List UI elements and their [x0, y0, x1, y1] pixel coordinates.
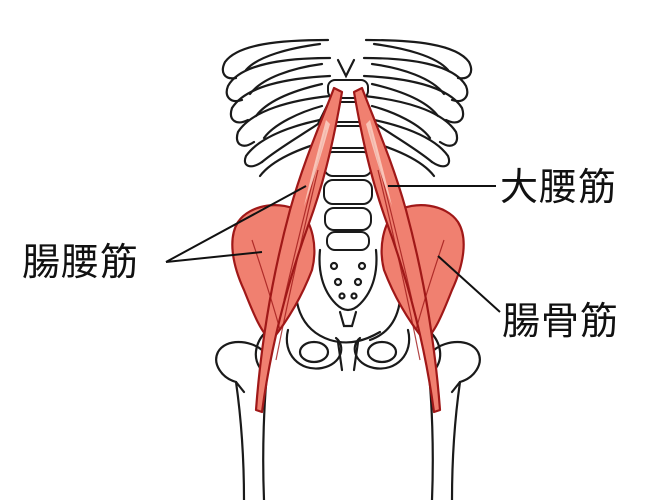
leader-lines — [165, 185, 501, 313]
leader-iliopsoas-b — [165, 251, 263, 263]
label-iliacus: 腸骨筋 — [502, 299, 620, 343]
leader-iliacus — [437, 255, 501, 313]
label-psoas-major: 大腰筋 — [500, 165, 618, 209]
muscle-fibers — [251, 129, 445, 361]
femurs — [215, 340, 481, 500]
pelvis — [254, 248, 442, 372]
muscle-highlights — [304, 120, 392, 206]
leader-iliopsoas-a — [165, 185, 307, 263]
label-iliopsoas: 腸腰筋 — [22, 240, 140, 284]
